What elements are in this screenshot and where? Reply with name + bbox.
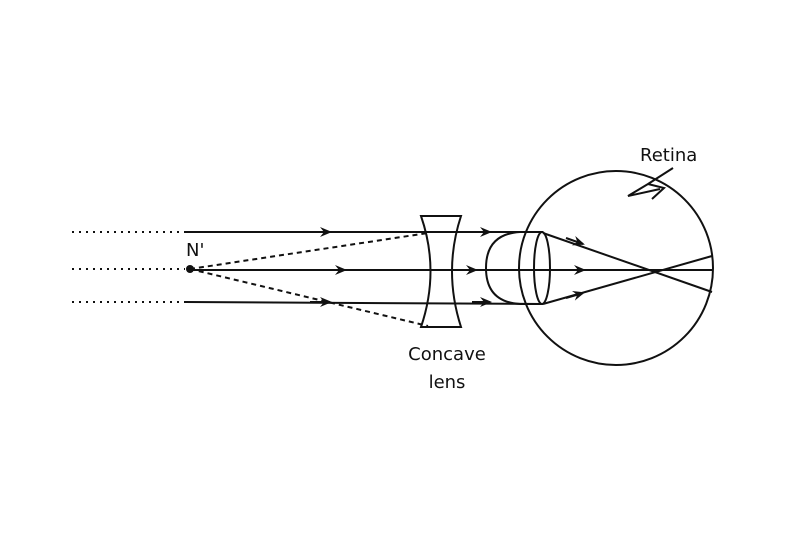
label-lens-line2: lens — [429, 372, 466, 393]
label-point: N' — [186, 240, 204, 261]
eye-lens — [533, 231, 551, 305]
arrow-icon — [647, 183, 667, 200]
refracted-ray-top — [542, 232, 713, 293]
arrow-icon — [565, 291, 585, 301]
eye-lens-dome — [484, 231, 543, 305]
virtual-ray-top — [189, 232, 429, 270]
point-n-dot — [186, 265, 194, 273]
arrow-icon — [565, 235, 585, 246]
label-lens-line1: Concave — [408, 344, 486, 365]
eyeball — [518, 170, 714, 366]
retina-pointer-arrow — [627, 167, 674, 197]
label-retina: Retina — [640, 145, 697, 166]
virtual-ray-bottom — [189, 268, 429, 327]
concave-lens — [419, 215, 463, 328]
